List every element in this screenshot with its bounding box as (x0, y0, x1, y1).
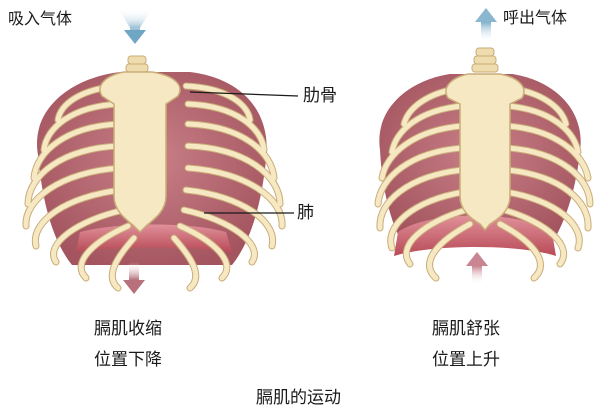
diaphragm-up-arrow-icon (466, 252, 488, 284)
left-ribcage (22, 55, 286, 292)
arrow-up-icon (475, 8, 497, 42)
right-spine-top (471, 47, 499, 73)
right-ribcage (374, 47, 594, 282)
left-caption-line1: 膈肌收缩 (94, 319, 162, 339)
exhale-label: 呼出气体 (503, 8, 568, 27)
right-sternum (445, 73, 525, 232)
rib-leader-line (189, 91, 299, 97)
right-caption-line1: 膈肌舒张 (432, 319, 500, 339)
right-caption-line2: 位置上升 (432, 350, 500, 370)
left-spine-top (125, 55, 149, 73)
left-sternum (99, 71, 181, 234)
diaphragm-down-arrow-icon (123, 262, 145, 294)
left-caption-line2: 位置下降 (94, 350, 162, 370)
arrow-down-icon (118, 8, 152, 44)
inhale-label: 吸入气体 (8, 9, 73, 28)
figure-caption: 膈肌的运动 (256, 388, 341, 408)
rib-label: 肋骨 (303, 86, 337, 106)
lung-label: 肺 (297, 203, 314, 223)
